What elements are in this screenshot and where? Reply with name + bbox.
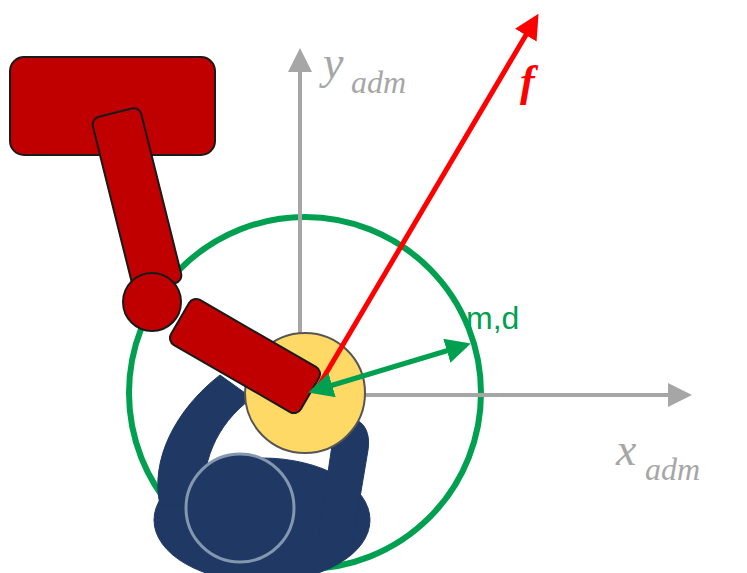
axis-subscript: adm [645, 453, 700, 485]
axis-subscript: adm [351, 66, 406, 98]
robot-link [91, 107, 183, 294]
admittance-label: m,d [466, 302, 519, 334]
robot-joint [123, 273, 181, 331]
force-label: f [520, 60, 535, 104]
admittance-arrow [313, 345, 466, 391]
force-arrow [315, 18, 536, 392]
robot-arm [10, 57, 323, 416]
axis-label: x [616, 427, 636, 473]
robot-link [167, 296, 323, 416]
axis-label: y [323, 40, 343, 86]
